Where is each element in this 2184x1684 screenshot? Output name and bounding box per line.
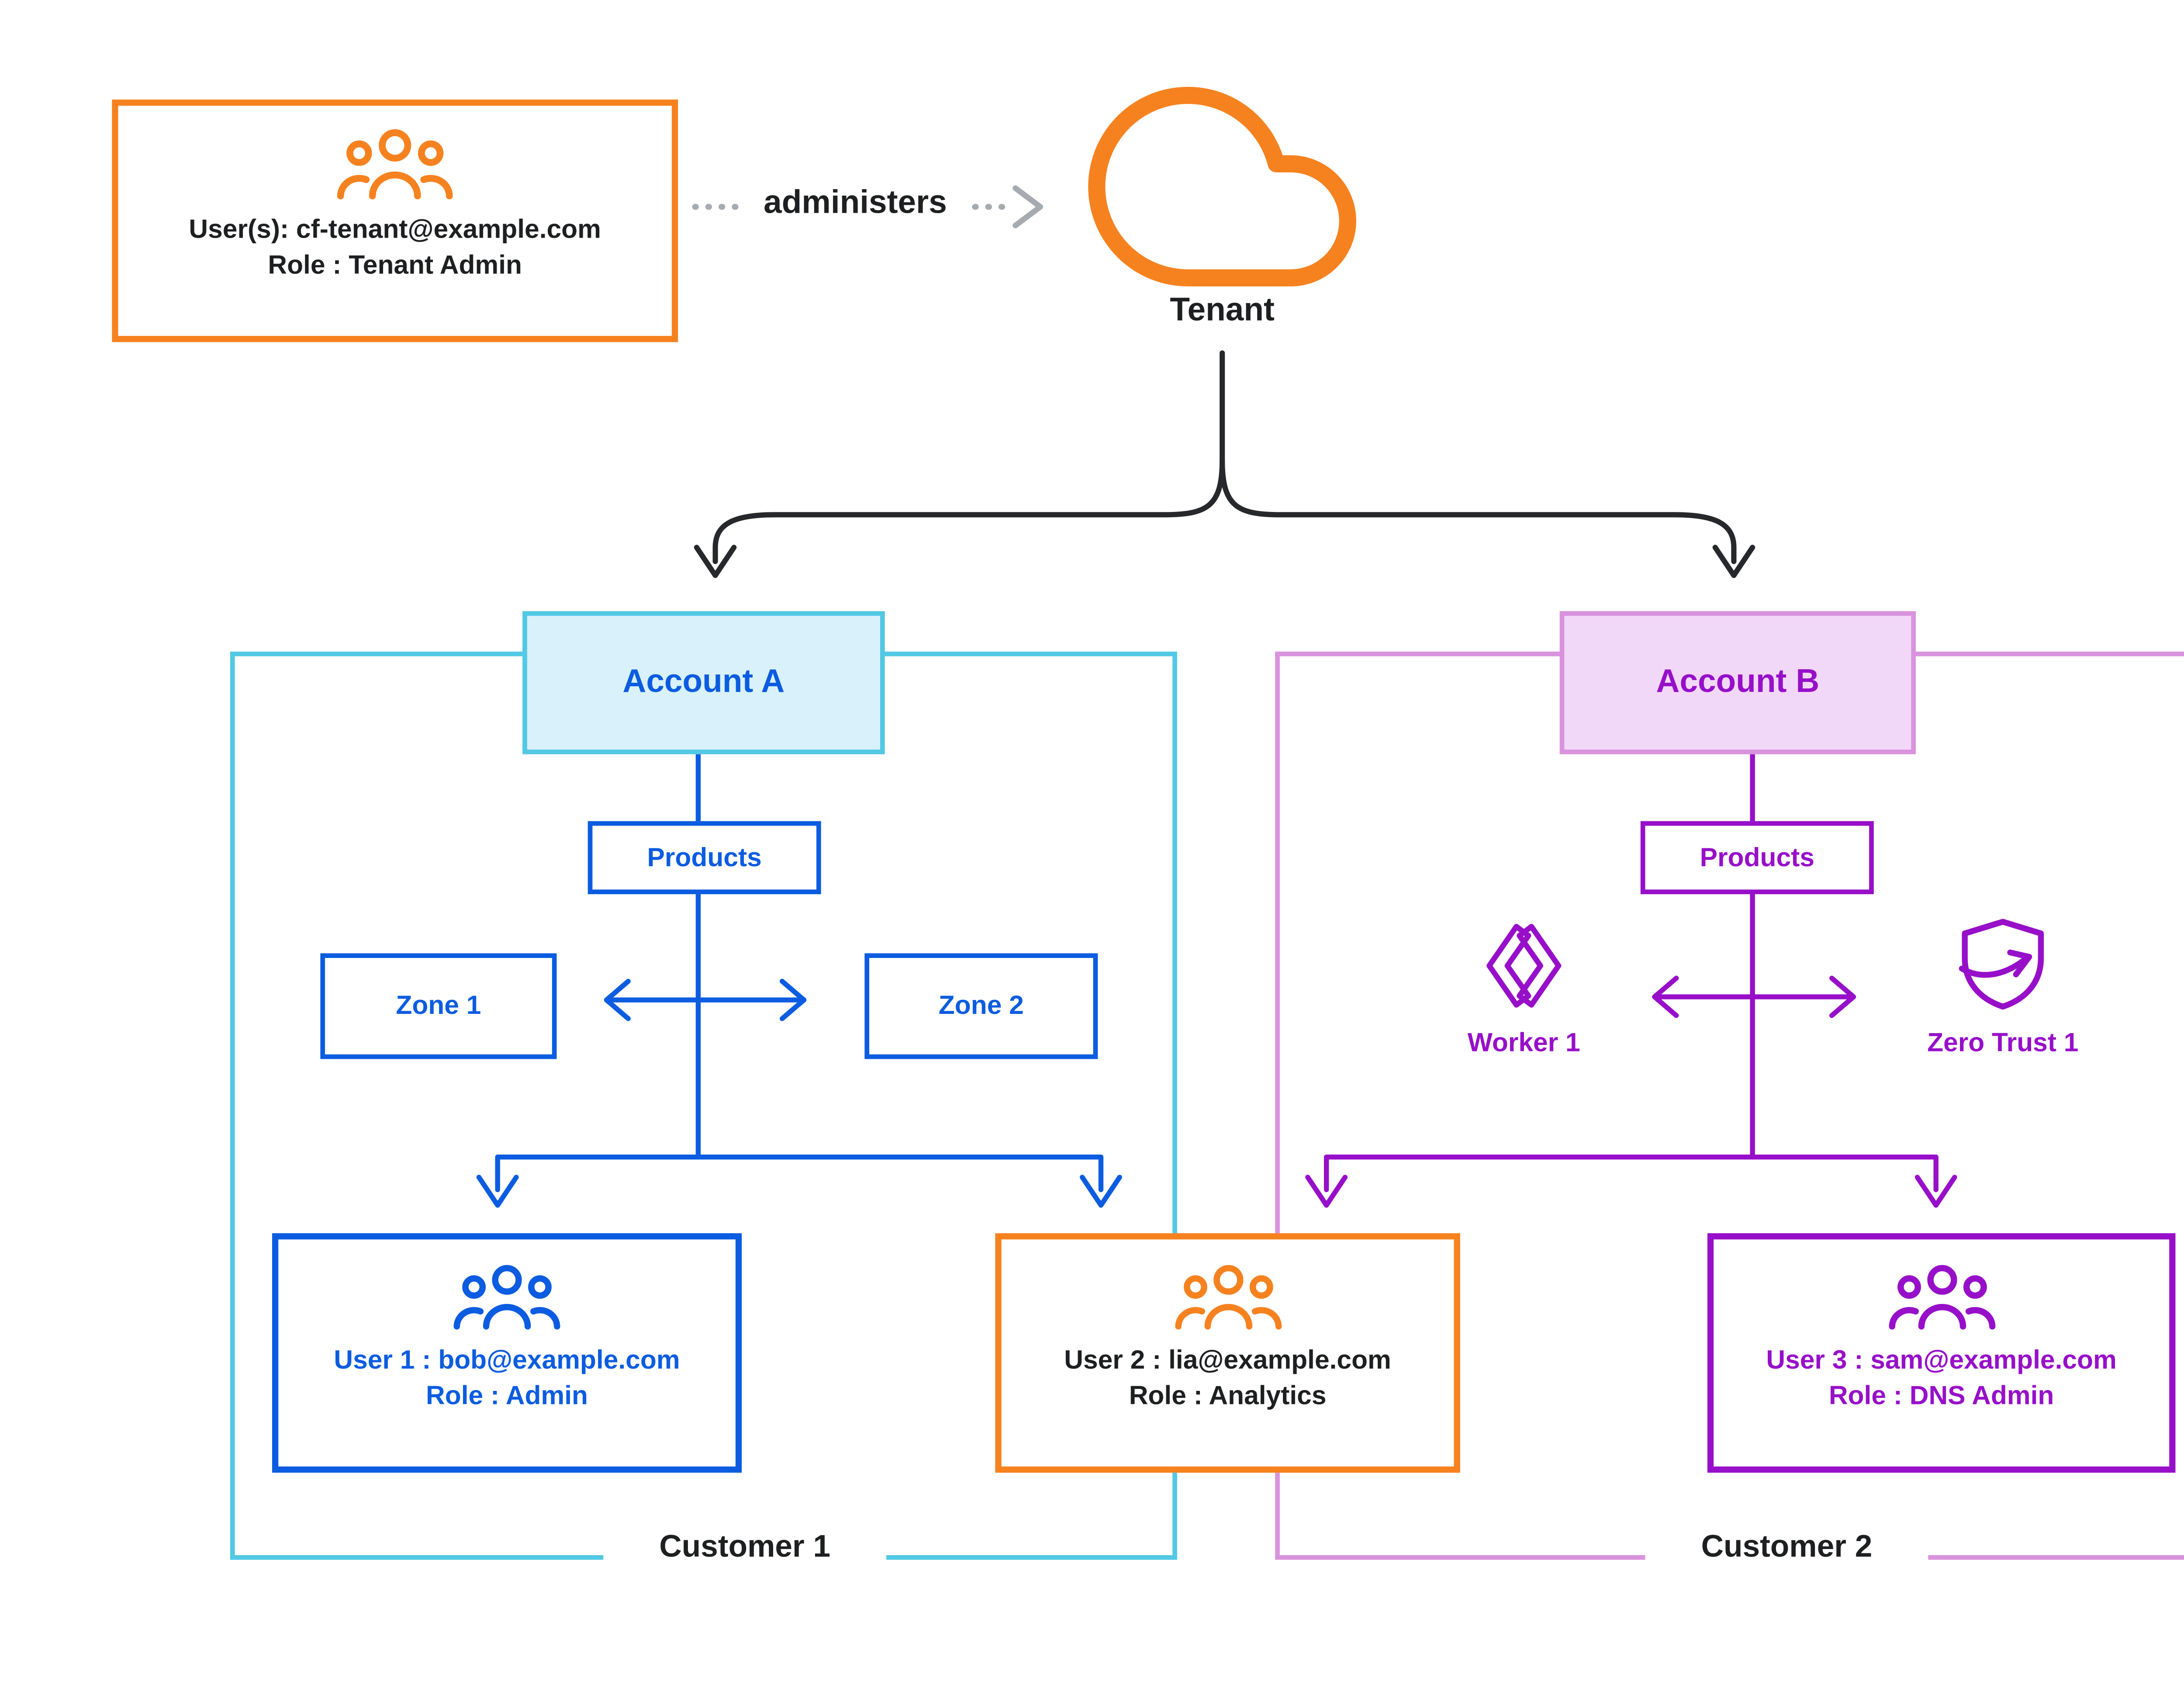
user1-id-line: User 1 : bob@example.com — [334, 1345, 680, 1375]
zerotrust-item: Zero Trust 1 — [1894, 914, 2111, 1059]
tenant-label: Tenant — [1170, 292, 1275, 329]
account-b-box: Account B — [1559, 611, 1916, 754]
cloud-icon — [1088, 86, 1356, 287]
user3-box: User 3 : sam@example.com Role : DNS Admi… — [1707, 1233, 2176, 1473]
user3-id-line: User 3 : sam@example.com — [1766, 1345, 2117, 1375]
account-a-connectors — [476, 742, 1122, 1208]
users-icon — [453, 1265, 560, 1330]
products-b-box: Products — [1640, 821, 1874, 894]
user1-box: User 1 : bob@example.com Role : Admin — [272, 1233, 742, 1473]
zero-trust-shield-icon — [1959, 919, 2044, 1010]
worker-item: Worker 1 — [1415, 917, 1633, 1059]
users-icon — [337, 129, 453, 200]
user3-role-line: Role : DNS Admin — [1828, 1381, 2054, 1411]
tenant-admin-box: User(s): cf-tenant@example.com Role : Te… — [112, 99, 678, 342]
users-icon — [1174, 1265, 1281, 1330]
user2-role-line: Role : Analytics — [1129, 1381, 1327, 1411]
users-icon — [1888, 1265, 1995, 1330]
tenant-cloud: Tenant — [1085, 84, 1359, 329]
customer2-label: Customer 2 — [1645, 1527, 1928, 1570]
zone1-box: Zone 1 — [320, 953, 557, 1059]
user2-box: User 2 : lia@example.com Role : Analytic… — [995, 1233, 1460, 1473]
tenant-admin-role-line: Role : Tenant Admin — [268, 250, 522, 280]
zerotrust-label: Zero Trust 1 — [1927, 1028, 2079, 1058]
administers-arrow — [692, 185, 1044, 228]
user2-id-line: User 2 : lia@example.com — [1064, 1345, 1391, 1375]
worker-icon — [1486, 923, 1562, 1008]
customer1-label: Customer 1 — [603, 1527, 887, 1570]
user1-role-line: Role : Admin — [426, 1381, 588, 1411]
administers-label: administers — [764, 185, 947, 221]
zone2-box: Zone 2 — [864, 953, 1098, 1059]
account-a-box: Account A — [522, 611, 885, 754]
tenant-split-connector — [694, 350, 1755, 578]
products-a-box: Products — [587, 821, 821, 894]
account-b-connectors — [1305, 742, 1957, 1208]
worker-label: Worker 1 — [1467, 1028, 1580, 1058]
tenant-admin-user-line: User(s): cf-tenant@example.com — [189, 214, 601, 244]
